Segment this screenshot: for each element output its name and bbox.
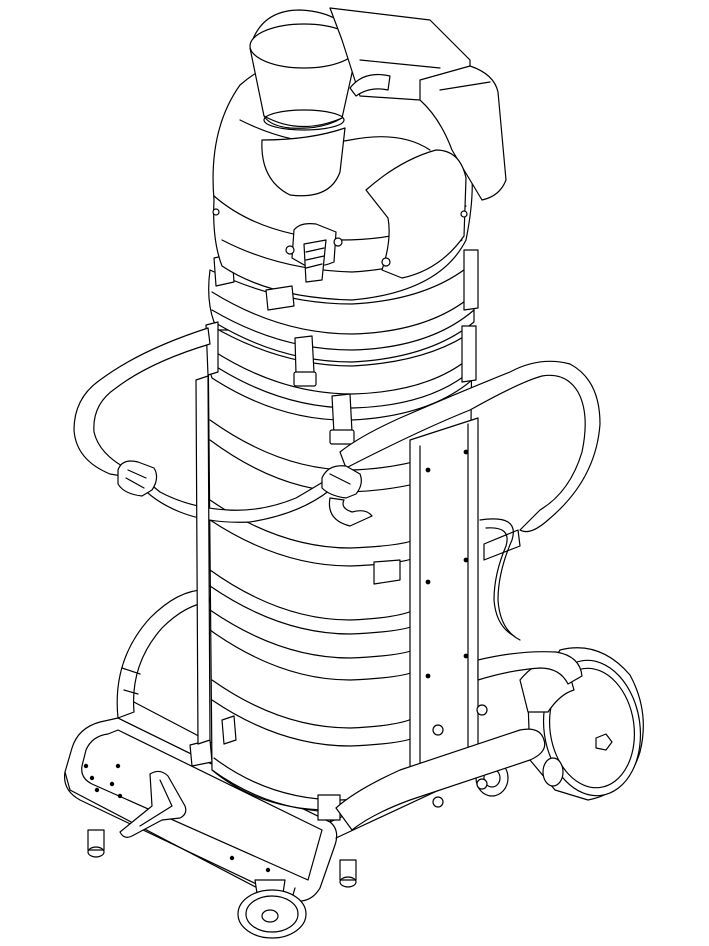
mast-bolt-1 — [477, 705, 487, 715]
rivet-6 — [109, 781, 115, 787]
lower-left-frame-tube — [117, 590, 210, 718]
mast-rivet-3 — [463, 557, 469, 563]
mast-rivet-4 — [425, 579, 431, 585]
rivet-7 — [229, 855, 235, 861]
rivet-1 — [83, 763, 89, 769]
rivet-2 — [94, 787, 100, 793]
axle-bar — [336, 652, 582, 830]
mast-rivet-6 — [463, 653, 469, 659]
mast-bolt-3 — [477, 779, 487, 789]
mast-bolt-4 — [433, 797, 443, 807]
rivet-5 — [89, 775, 95, 781]
rivet-8 — [265, 867, 271, 873]
push-handle-tube — [74, 328, 600, 560]
rear-wheel — [520, 648, 649, 802]
mast-bolt-2 — [433, 725, 443, 735]
mast-rivet-5 — [425, 673, 431, 679]
rivet-4 — [117, 793, 123, 799]
container-tank — [190, 330, 472, 820]
clamp-rings — [206, 250, 478, 444]
motor-head — [213, 8, 506, 310]
rear-mast — [196, 376, 487, 807]
mast-rivet-2 — [425, 467, 431, 473]
rivet-3 — [115, 763, 121, 769]
front-caster-wheel — [238, 880, 306, 938]
power-cord — [480, 519, 520, 640]
mast-rivet-1 — [463, 449, 469, 455]
